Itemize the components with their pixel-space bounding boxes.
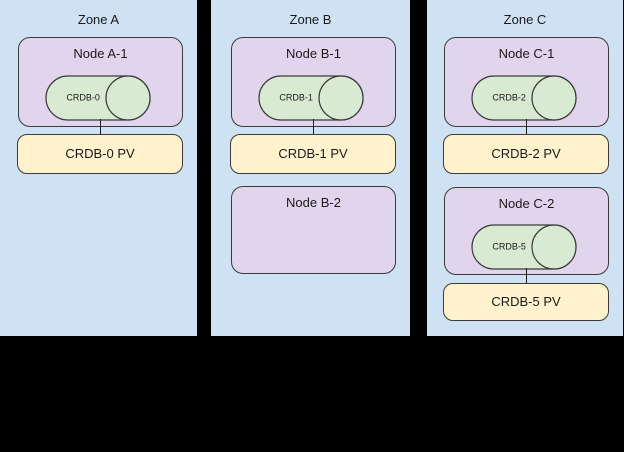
database-cylinder-crdb-2[interactable]: CRDB-2 xyxy=(471,75,577,121)
cylinder-shape-icon xyxy=(258,75,364,121)
node-b-2[interactable]: Node B-2 xyxy=(231,186,396,274)
cylinder-shape-icon xyxy=(45,75,151,121)
database-cylinder-crdb-5[interactable]: CRDB-5 xyxy=(471,224,577,270)
database-cylinder-crdb-1[interactable]: CRDB-1 xyxy=(258,75,364,121)
cylinder-shape-icon xyxy=(471,224,577,270)
connector-node-b-1-to-pv xyxy=(313,119,314,135)
pv-crdb-5[interactable]: CRDB-5 PV xyxy=(443,283,609,321)
node-a-1-title: Node A-1 xyxy=(73,46,128,61)
pv-crdb-5-label: CRDB-5 PV xyxy=(491,294,561,309)
zone-b-title: Zone B xyxy=(289,12,332,27)
node-b-1-title: Node B-1 xyxy=(286,46,341,61)
pv-crdb-1-label: CRDB-1 PV xyxy=(278,146,348,161)
zone-c-title: Zone C xyxy=(503,12,547,27)
node-c-1-title: Node C-1 xyxy=(498,46,555,61)
zone-c-container: Zone C Node C-1 CRDB-2 CRDB-2 PV Node C-… xyxy=(427,0,623,336)
database-cylinder-crdb-0[interactable]: CRDB-0 xyxy=(45,75,151,121)
connector-node-c-2-to-pv xyxy=(526,268,527,284)
zone-b-container: Zone B Node B-1 CRDB-1 CRDB-1 PV Node B-… xyxy=(211,0,410,336)
cylinder-shape-icon xyxy=(471,75,577,121)
node-c-2-title: Node C-2 xyxy=(498,196,555,211)
pv-crdb-0-label: CRDB-0 PV xyxy=(65,146,135,161)
pv-crdb-1[interactable]: CRDB-1 PV xyxy=(230,134,396,174)
zone-a-container: Zone A Node A-1 CRDB-0 CRDB-0 PV xyxy=(0,0,197,336)
pv-crdb-2[interactable]: CRDB-2 PV xyxy=(443,134,609,174)
pv-crdb-2-label: CRDB-2 PV xyxy=(491,146,561,161)
pv-crdb-0[interactable]: CRDB-0 PV xyxy=(17,134,183,174)
connector-node-c-1-to-pv xyxy=(526,119,527,135)
connector-node-a-1-to-pv xyxy=(100,119,101,135)
node-b-2-title: Node B-2 xyxy=(286,195,341,210)
zone-a-title: Zone A xyxy=(77,12,120,27)
